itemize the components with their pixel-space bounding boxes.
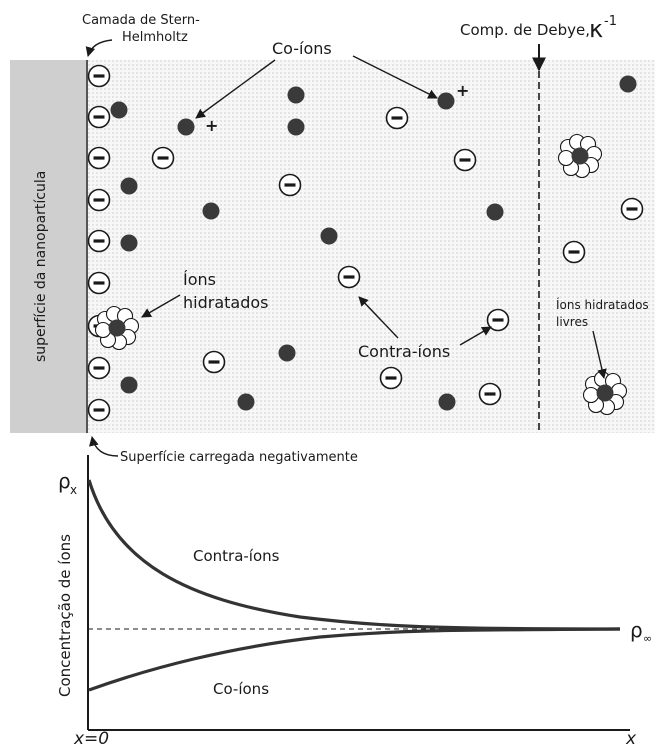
co-ion-12 <box>278 344 296 362</box>
counter-ion-7 <box>337 265 361 289</box>
counter-ion-10 <box>379 366 403 390</box>
counter-ion-2 <box>151 146 175 170</box>
rho-x-symbol: ρ <box>58 469 71 493</box>
counter-ion-arrow-left <box>358 296 399 339</box>
counter-ions-curve <box>87 479 621 631</box>
free-hydrated-ions-label-line2: livres <box>556 315 588 329</box>
solution-region <box>10 60 655 433</box>
plus-sign-left: + <box>205 116 218 135</box>
rho-x-subscript: x <box>70 483 77 497</box>
counter-ion-6 <box>562 240 586 264</box>
stern-layer-label-line1: Camada de Stern- <box>82 13 200 28</box>
co-ion-arrow-right <box>352 55 438 99</box>
stern-negative-charge-2 <box>87 105 111 129</box>
y-axis-label: Concentração de íons <box>56 534 74 697</box>
hydrated-ion-free-2 <box>582 370 628 416</box>
co-ion-14 <box>237 393 255 411</box>
counter-ions-group <box>151 106 644 406</box>
counter-ion-4 <box>278 173 302 197</box>
hydrated-ion-free-1 <box>557 133 603 179</box>
co-ions-top-label: Co-íons <box>272 39 332 58</box>
surface-vertical-label: superfície da nanopartícula <box>33 171 49 362</box>
stern-negative-charge-1 <box>87 64 111 88</box>
hydrated-ions-label-line2: hidratados <box>183 293 268 312</box>
counter-ions-curve-label: Contra-íons <box>193 547 280 565</box>
co-ion-11 <box>120 234 138 252</box>
debye-length-label: Comp. de Debye, <box>460 21 590 39</box>
co-ion-13 <box>120 376 138 394</box>
counter-ion-1 <box>385 106 409 130</box>
rho-infinity-symbol: ρ <box>630 618 643 642</box>
stern-layer-arrow <box>85 39 113 57</box>
counter-ion-5 <box>620 197 644 221</box>
stern-layer-label-line2: Helmholtz <box>122 30 188 45</box>
x-end-label: x <box>625 729 637 747</box>
counter-ion-8 <box>486 308 510 332</box>
stern-negative-charge-9 <box>87 398 111 422</box>
co-ion-3 <box>287 86 305 104</box>
co-ion-6 <box>619 75 637 93</box>
co-ions-group <box>110 75 637 411</box>
free-hydrated-ions-label-line1: Íons hidratados <box>556 297 649 312</box>
hydrated-ions-label-line1: Íons <box>183 270 216 289</box>
co-ions-curve <box>88 627 621 692</box>
plus-sign-right: + <box>456 81 469 100</box>
kappa-exponent: -1 <box>604 14 617 29</box>
co-ion-15 <box>438 393 456 411</box>
x-origin-label: x=0 <box>73 729 109 747</box>
co-ion-8 <box>202 202 220 220</box>
co-ions-curve-label: Co-íons <box>213 680 269 698</box>
stern-negative-charge-6 <box>87 271 111 295</box>
counter-ions-top-label: Contra-íons <box>358 342 450 361</box>
co-ion-7 <box>120 177 138 195</box>
counter-ion-9 <box>202 350 226 374</box>
rho-infinity-subscript: ∞ <box>643 632 652 645</box>
co-ion-4 <box>287 118 305 136</box>
kappa-symbol: κ <box>589 15 603 43</box>
counter-ion-arrow-right <box>459 326 492 346</box>
co-ion-arrow-left <box>195 59 276 119</box>
free-hydrated-ions-arrow <box>592 330 607 379</box>
counter-ion-3 <box>453 148 477 172</box>
stern-negative-charge-8 <box>87 356 111 380</box>
co-ion-1 <box>110 101 128 119</box>
stern-negative-charge-4 <box>87 188 111 212</box>
hydrated-ions-arrow <box>141 294 181 318</box>
co-ion-2 <box>177 118 195 136</box>
nanoparticle-surface-slab <box>10 60 87 433</box>
charged-surface-arrow <box>89 436 119 457</box>
hydrated-ion-clusters <box>94 133 628 416</box>
stern-negative-charge-5 <box>87 229 111 253</box>
counter-ion-11 <box>478 382 502 406</box>
co-ion-10 <box>320 227 338 245</box>
stern-negative-charge-3 <box>87 146 111 170</box>
co-ion-5 <box>437 92 455 110</box>
charged-surface-label: Superfície carregada negativamente <box>120 450 358 465</box>
hydrated-ion-adsorbed <box>94 305 140 351</box>
stern-layer-charges <box>87 64 111 422</box>
co-ion-9 <box>486 203 504 221</box>
